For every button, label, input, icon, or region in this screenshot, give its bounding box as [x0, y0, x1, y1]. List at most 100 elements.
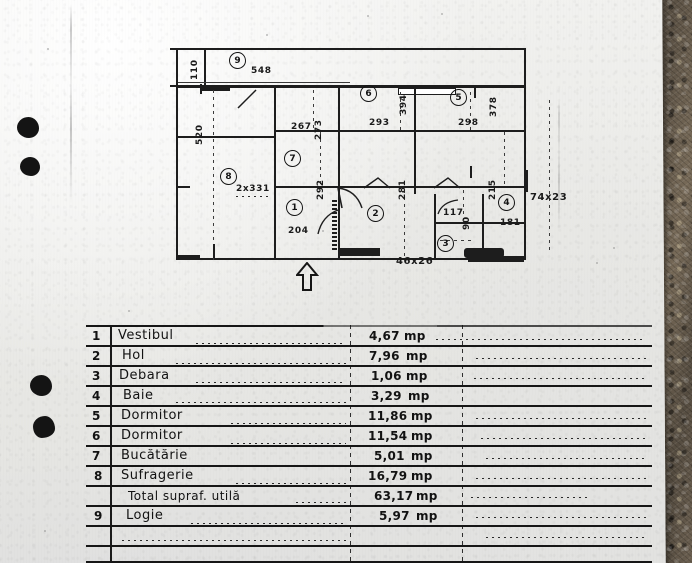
dim-room8-height: 520	[195, 124, 205, 145]
table-cell-name: Dormitor	[121, 408, 183, 423]
table-row: 5 Dormitor 11,86 mp	[86, 407, 652, 425]
table-cell-index: 7	[92, 449, 101, 463]
plan-wall-outer-right	[524, 48, 526, 260]
plan-window-sill-left	[176, 86, 352, 88]
table-cell-index: 4	[92, 389, 101, 403]
table-cell-name: Total supraf. utilă	[128, 489, 241, 503]
table-cell-index: 1	[92, 329, 101, 343]
room-tag-4: 4	[498, 194, 515, 211]
table-row-empty	[86, 527, 652, 545]
table-row: 6 Dormitor 11,54 mp	[86, 427, 652, 445]
table-row: 4 Baie 3,29 mp	[86, 387, 652, 405]
table-row-rule	[86, 445, 652, 447]
table-row-rule	[86, 365, 652, 367]
row-dotted-leader	[436, 339, 646, 340]
plan-wall-outer-left	[176, 48, 178, 260]
dim-room4-width: 181	[500, 218, 521, 228]
table-row: 1 Vestibul 4,67 mp	[86, 327, 652, 345]
row-dotted-leader	[122, 540, 346, 541]
dim-room6-height: 394	[399, 94, 409, 115]
tick-mark	[213, 244, 215, 258]
dim-leader	[313, 90, 314, 132]
row-dotted-leader	[231, 443, 346, 444]
room-tag-9: 9	[229, 52, 246, 69]
table-cell-unit: mp	[411, 429, 433, 443]
table-cell-name: Hol	[122, 348, 145, 363]
plan-window-sill-mid	[350, 86, 526, 88]
table-cell-name: Debara	[119, 368, 170, 383]
plan-wall-h-d	[176, 186, 190, 188]
plan-door-jamb-balcony	[200, 84, 202, 94]
dim-leader	[549, 100, 550, 250]
door-swing-room4	[437, 199, 459, 215]
table-row-rule	[86, 345, 652, 347]
row-dotted-leader	[476, 517, 646, 518]
plan-wall-h-f	[482, 222, 526, 224]
plan-wall-h-b	[274, 130, 526, 132]
table-cell-unit: mp	[406, 369, 428, 383]
dim-balcony-height: 110	[190, 59, 200, 80]
hole-punch-mark	[30, 375, 52, 396]
room-tag-2: 2	[367, 205, 384, 222]
dim-leader	[404, 190, 405, 256]
dim-leader	[440, 240, 474, 241]
dim-room1-height: 292	[316, 179, 326, 200]
room-tag-7: 7	[284, 150, 301, 167]
row-dotted-leader	[476, 358, 646, 359]
dim-underline	[236, 196, 272, 197]
plan-wall-balcony-divider	[204, 48, 206, 86]
fixture-entry-threshold	[468, 256, 524, 262]
copier-speckle	[266, 34, 268, 36]
table-col-divider-value	[350, 325, 351, 563]
dim-leader	[320, 132, 321, 186]
table-row-rule	[86, 505, 652, 507]
tick-mark	[470, 166, 472, 178]
table-cell-value: 3,29	[371, 389, 402, 403]
table-cell-name: Baie	[123, 388, 154, 403]
row-dotted-leader	[486, 537, 646, 538]
room-tag-3: 3	[437, 235, 454, 252]
table-bottom-rule	[86, 561, 652, 563]
plan-note-right: 74x23	[530, 192, 568, 203]
plan-wall-outer-bottom	[176, 258, 526, 260]
dim-room3-width: 117	[443, 208, 464, 218]
table-cell-unit: mp	[406, 349, 428, 363]
door-swing-room7	[337, 187, 363, 209]
dim-leader	[213, 90, 214, 260]
table-row-total: Total supraf. utilă 63,17 mp	[86, 487, 652, 505]
table-top-rule	[86, 325, 652, 327]
plan-wall-h-a	[176, 136, 274, 138]
dim-room3-height: 90	[462, 216, 472, 230]
table-cell-name: Bucătărie	[121, 448, 188, 463]
table-row: 7 Bucătărie 5,01 mp	[86, 447, 652, 465]
row-dotted-leader	[476, 418, 646, 419]
table-cell-name: Vestibul	[118, 328, 174, 343]
table-cell-unit: mp	[411, 449, 433, 463]
plan-wall-outer-top	[170, 48, 526, 50]
dim-leader	[504, 132, 505, 186]
table-row: 3 Debara 1,06 mp	[86, 367, 652, 385]
table-col-divider-extra	[462, 325, 463, 563]
row-dotted-leader	[481, 438, 646, 439]
door-swing-room2b	[433, 177, 461, 189]
table-row-rule	[86, 525, 652, 527]
table-cell-unit: mp	[408, 389, 430, 403]
dim-room5-height: 378	[489, 96, 499, 117]
table-row-rule	[86, 385, 652, 387]
table-cell-index: 3	[92, 369, 101, 383]
table-cell-value: 63,17	[374, 489, 414, 503]
copier-speckle	[596, 262, 598, 264]
row-dotted-leader	[296, 502, 346, 503]
plan-wall-v-f	[338, 194, 340, 258]
row-dotted-leader	[196, 343, 346, 344]
dim-room8-width: 2x331	[236, 184, 270, 194]
fixture-kitchen-counter	[338, 248, 380, 256]
dim-room1-width: 204	[288, 226, 309, 236]
plan-window-band	[200, 88, 230, 91]
dim-leader	[463, 190, 464, 220]
room-tag-5: 5	[450, 89, 467, 106]
table-row: 2 Hol 7,96 mp	[86, 347, 652, 365]
copier-speckle	[322, 230, 324, 232]
dim-leader	[470, 92, 471, 130]
